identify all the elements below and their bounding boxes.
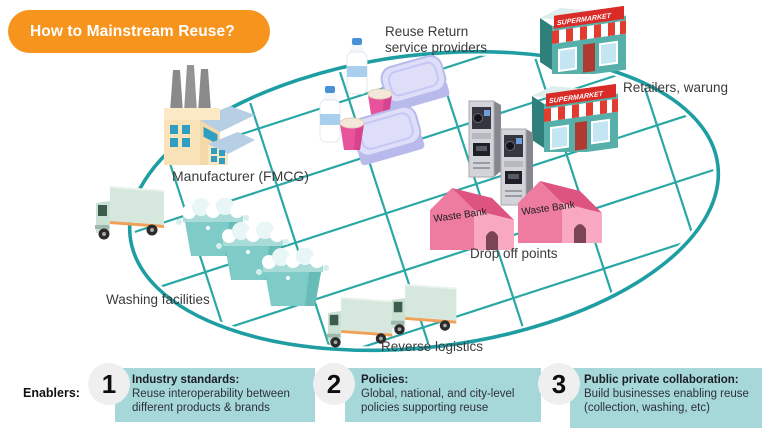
enabler-title: Industry standards:: [132, 374, 240, 386]
reverse-logistics-label: Reverse logistics: [381, 339, 484, 354]
title-banner: How to Mainstream Reuse?: [8, 10, 270, 53]
food-container-icon: [351, 105, 425, 166]
drop-off-points-label: Drop off points: [470, 246, 558, 261]
enabler-title: Public private collaboration:: [584, 374, 739, 386]
retailers-label: Retailers, warung: [623, 80, 729, 95]
enabler-number-1: 1: [88, 363, 130, 405]
wash-bucket-icon: [256, 248, 329, 306]
manufacturer-label: Manufacturer (FMCG): [172, 168, 309, 184]
enabler-box-public-private: Public private collaboration: Build busi…: [570, 368, 762, 428]
waste-bank-house-icon: Waste Bank: [518, 181, 602, 243]
page-title: How to Mainstream Reuse?: [30, 22, 235, 40]
reverse-vending-machine-icon: [500, 128, 533, 206]
bottle-icon: [319, 86, 341, 143]
reuse-return-label: Reuse Return service providers: [385, 24, 488, 55]
enabler-box-industry-standards: Industry standards: Reuse interoperabili…: [115, 368, 315, 422]
supermarket-icon: SUPERMARKET: [540, 5, 626, 74]
enabler-box-policies: Policies: Global, national, and city-lev…: [345, 368, 541, 422]
enabler-title: Policies:: [361, 374, 409, 386]
delivery-truck-icon: [95, 186, 164, 240]
reusable-packaging-icons: [319, 38, 450, 166]
enabler-number-2: 2: [313, 363, 355, 405]
washing-facilities-label: Washing facilities: [106, 292, 210, 307]
enabler-body: Reuse interoperability between different…: [132, 388, 290, 415]
reverse-vending-machine-icon: [468, 100, 501, 178]
enabler-body: Build businesses enabling reuse (collect…: [584, 388, 749, 415]
supermarket-icon: SUPERMARKET: [532, 83, 618, 152]
logistics-truck-icon: [326, 296, 393, 348]
cup-icon: [339, 117, 365, 150]
enabler-body: Global, national, and city-level policie…: [361, 388, 515, 415]
logistics-truck-icon: [390, 283, 457, 335]
enabler-number-3: 3: [538, 363, 580, 405]
food-container-icon: [380, 55, 450, 112]
bottle-icon: [346, 38, 368, 95]
factory-icon: [164, 65, 255, 165]
waste-bank-house-icon: Waste Bank: [430, 188, 514, 250]
enablers-label: Enablers:: [23, 386, 80, 400]
